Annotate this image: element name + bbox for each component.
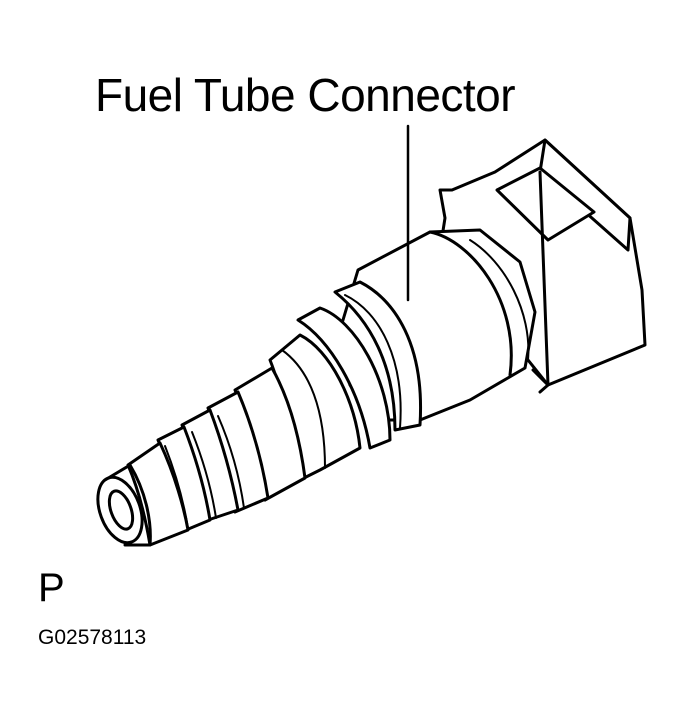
retainer-ring [333,280,423,432]
flange [296,306,392,450]
nipple-tip [96,463,152,547]
connector-housing [438,138,647,394]
callout-label: Fuel Tube Connector [95,69,516,121]
view-letter: P [38,566,65,610]
figure-code: G02578113 [38,626,147,649]
hose-nipple [126,366,307,547]
housing-window [495,166,596,242]
